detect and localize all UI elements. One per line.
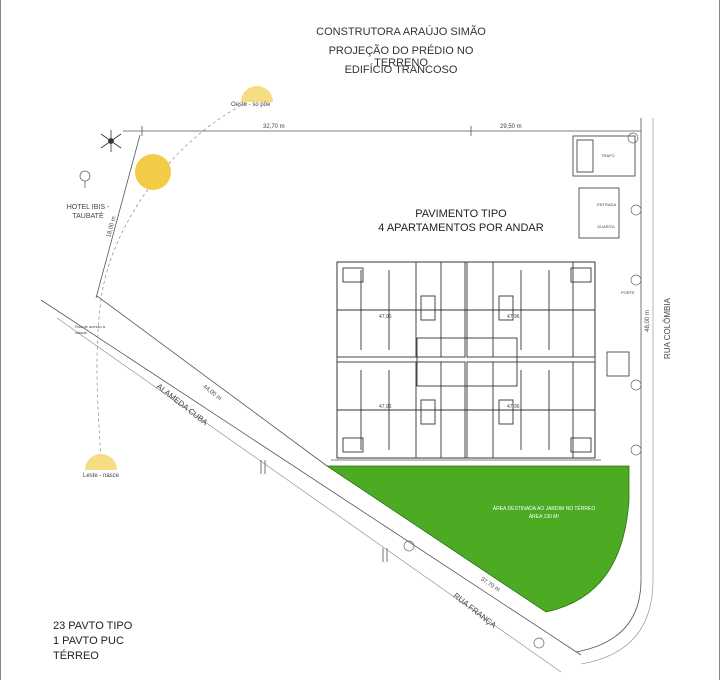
green-area-size: ÁREA 130 M² (528, 514, 560, 520)
left-boundary (95, 134, 141, 299)
plan-title: PAVIMENTO TIPO (415, 208, 507, 220)
side-blocks (572, 135, 636, 377)
east-sun-label: Leste - nasce (83, 473, 120, 479)
unit-area: 47,96 (379, 314, 392, 320)
green-area-label: ÁREA DESTINADA AO JARDIM NO TÉRREO (492, 506, 596, 512)
company-name: CONSTRUTORA ARAÚJO SIMÃO (316, 26, 486, 38)
reference-note: Rua de acesso à cidade (75, 324, 106, 335)
plan-subtitle: 4 APARTAMENTOS POR ANDAR (378, 222, 544, 234)
west-sun-label: Oeste - so pôe (231, 102, 271, 108)
tree-symbols (403, 132, 642, 649)
floors-puc: 1 PAVTO PUC (53, 635, 124, 647)
sun-midday (135, 154, 171, 190)
dim-top-right: 29,50 m (500, 124, 522, 130)
hotel-label: HOTEL IBIS - TAUBATÉ (66, 204, 110, 220)
compass-icon (100, 130, 122, 152)
unit-area: 47,96 (379, 404, 392, 410)
drawing-subtitle: PROJEÇÃO DO PRÉDIO NO TERRENO (328, 45, 474, 69)
street-rua-colombia: RUA COLÔMBIA (662, 298, 672, 359)
floors-typical: 23 PAVTO TIPO (53, 620, 133, 632)
building-footprint (336, 261, 596, 459)
unit-area: 47,96 (507, 404, 520, 410)
building-name: EDIFÍCIO TRANCOSO (344, 64, 458, 76)
diagonal-boundary (40, 299, 582, 656)
porte-label: PORTE (621, 290, 635, 295)
unit-area: 47,96 (507, 314, 520, 320)
trafo-label: TRAFO (601, 153, 615, 158)
garden-area (325, 465, 630, 613)
dim-right: 48,00 m (644, 310, 651, 332)
west-sun (241, 86, 273, 102)
guarita-label: GUARITA (597, 224, 615, 229)
east-sun (85, 454, 117, 470)
entrada-label: ENTRADA (597, 202, 617, 207)
location-pin-icon (79, 170, 91, 188)
dim-top-left: 32,70 m (263, 124, 285, 130)
floors-ground: TÉRREO (53, 650, 99, 662)
